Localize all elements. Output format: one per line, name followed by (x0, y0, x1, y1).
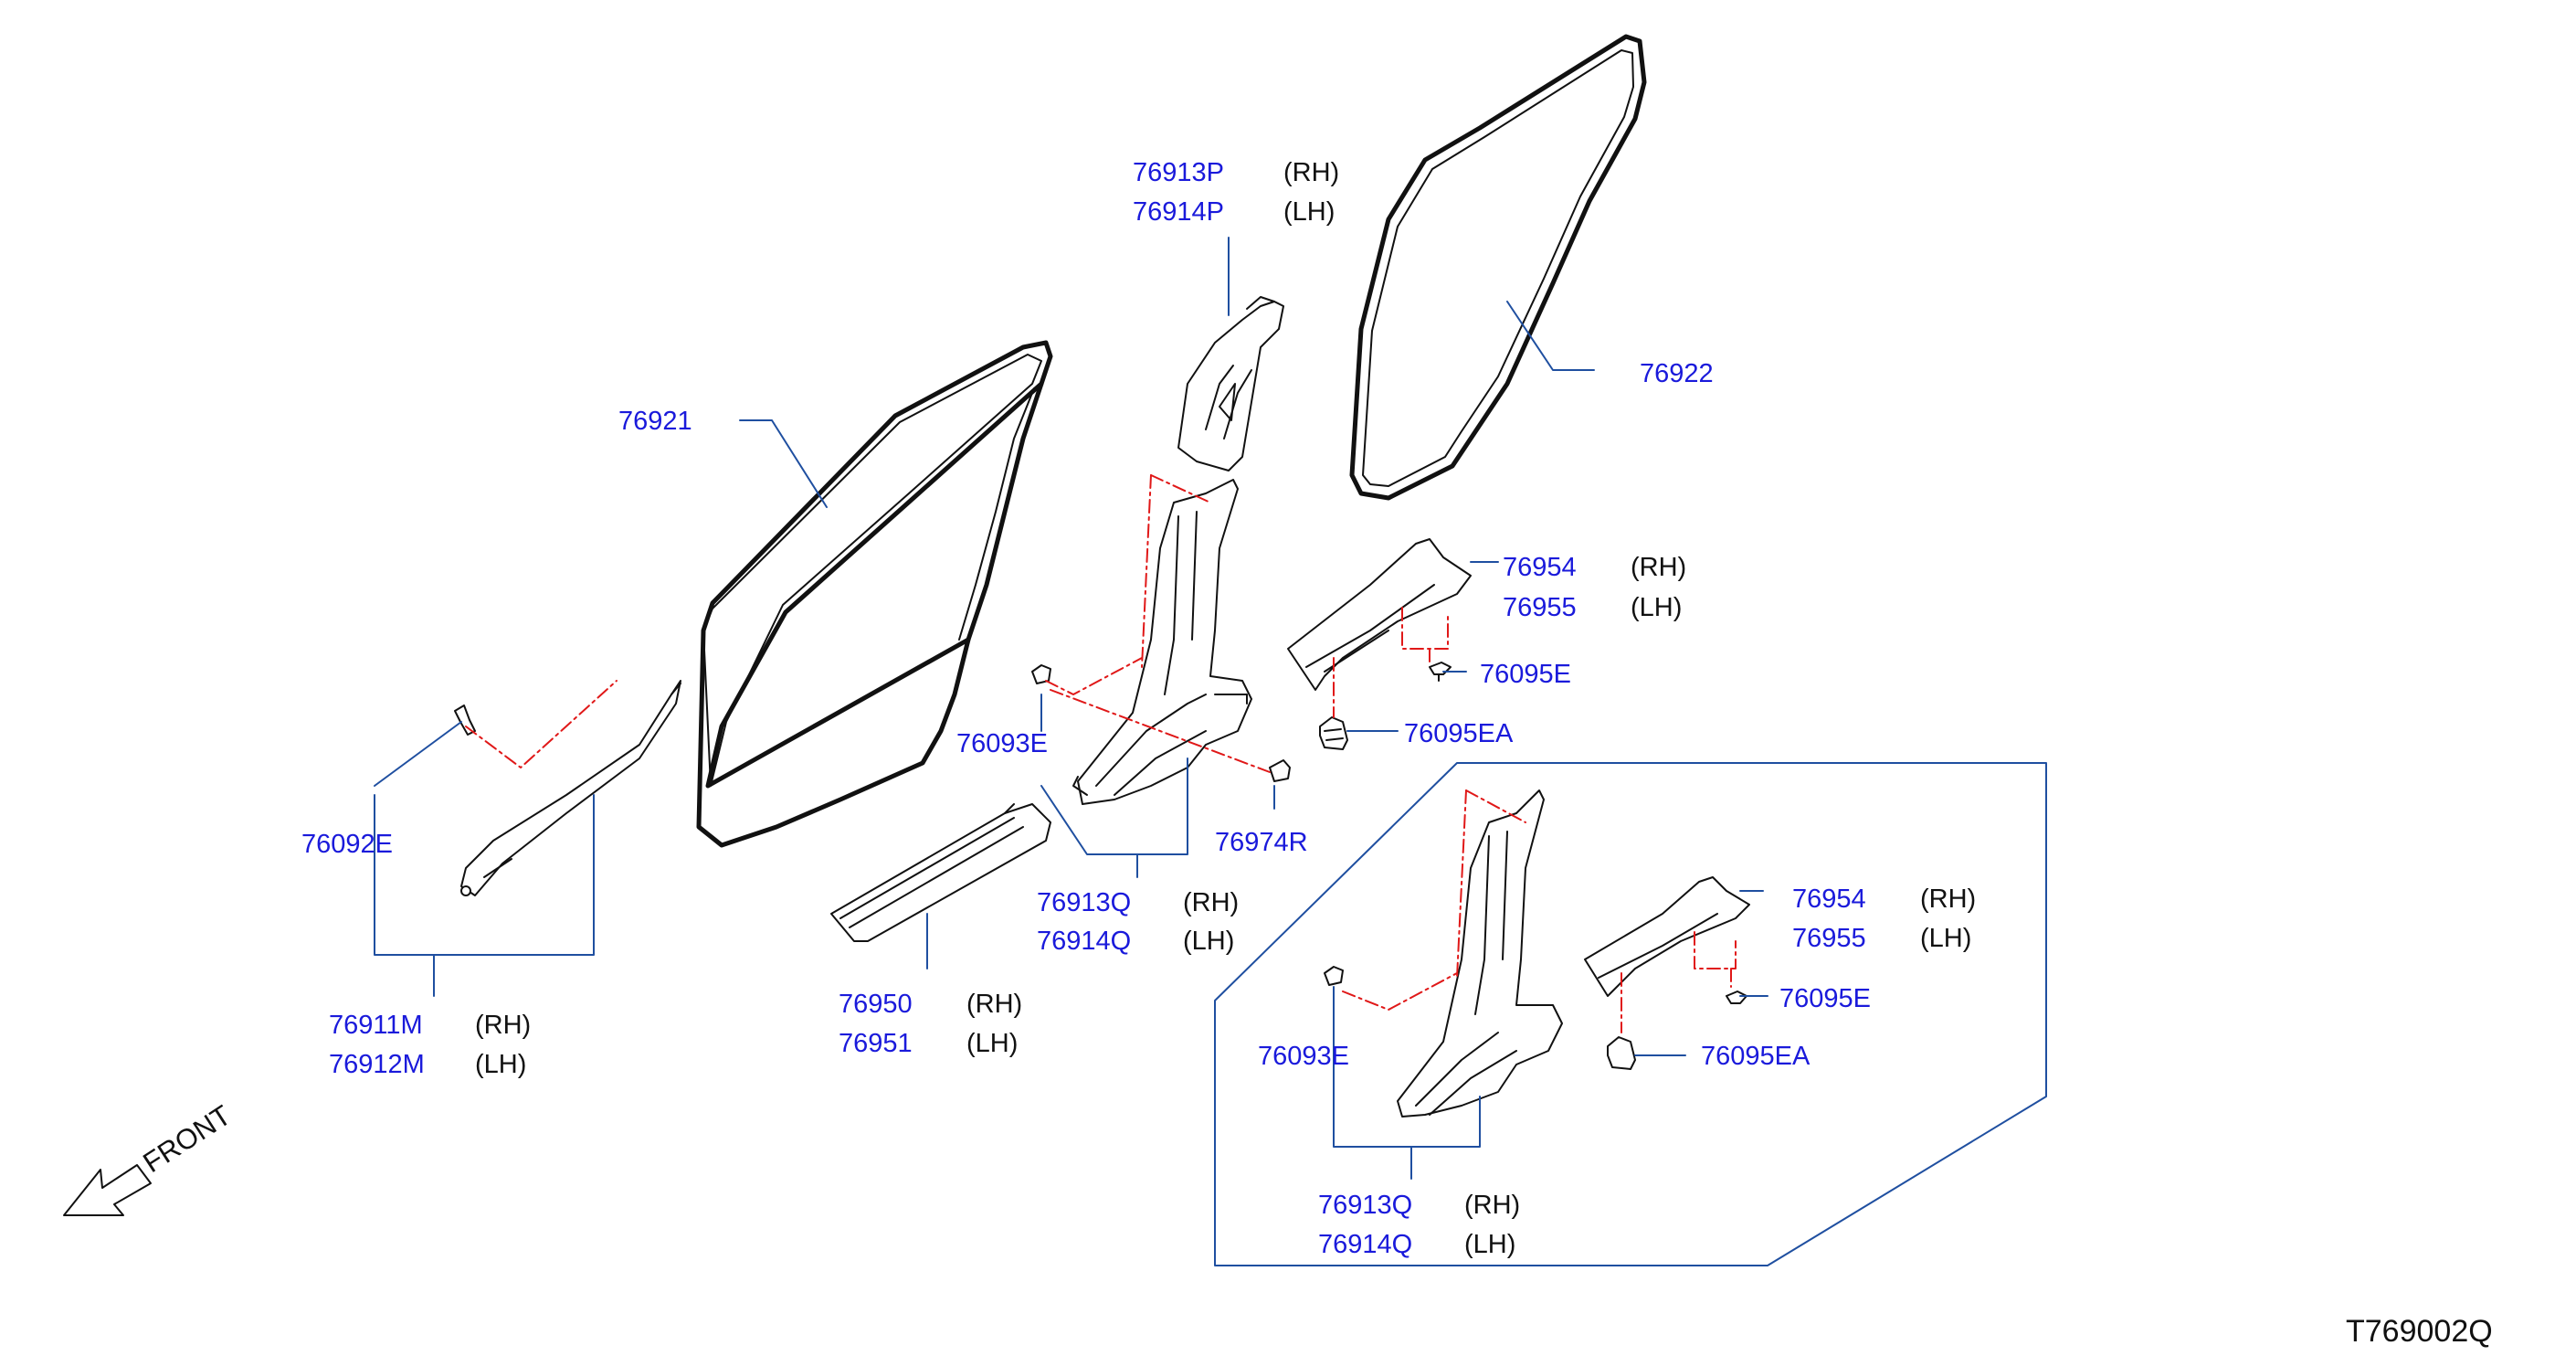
side-label: (LH) (475, 1050, 527, 1079)
leader-lines (374, 237, 2047, 1266)
side-label: (LH) (1283, 197, 1336, 227)
front-pillar-garnish (460, 680, 681, 896)
side-label: (RH) (966, 990, 1023, 1019)
front-door-weatherstrip (696, 340, 1053, 848)
side-label: (LH) (1183, 927, 1235, 956)
rear-door-weatherstrip (1349, 34, 1647, 501)
part-number: 76914Q (1037, 927, 1132, 956)
part-number: 76911M (329, 1011, 423, 1040)
part-number: 76913Q (1037, 888, 1132, 917)
rear-kicking-plate (1287, 538, 1472, 691)
part-number: 76955 (1503, 593, 1577, 622)
part-number: 76095EA (1404, 719, 1514, 748)
side-label: (LH) (1920, 924, 1972, 953)
side-label: (RH) (1283, 158, 1340, 187)
side-label: (LH) (966, 1029, 1019, 1058)
part-number: 76974R (1215, 828, 1308, 857)
part-number: 76951 (839, 1029, 913, 1058)
part-number: 76095EA (1701, 1042, 1811, 1071)
drawing-id: T769002Q (2346, 1314, 2493, 1349)
bracket-76095EA (1319, 716, 1348, 750)
part-number: 76093E (956, 729, 1048, 758)
part-number: 76921 (618, 407, 692, 436)
part-number: 76912M (329, 1050, 425, 1079)
clip-76093E (1031, 664, 1051, 684)
side-label: (LH) (1464, 1230, 1516, 1259)
upper-pillar-garnish (1177, 296, 1284, 471)
part-number: 76954 (1792, 885, 1866, 914)
part-number: 76913Q (1318, 1191, 1413, 1220)
lower-pillar-garnish (1072, 479, 1252, 805)
lower-pillar-garnish-2 (1397, 789, 1563, 1118)
part-number: 76922 (1640, 359, 1714, 388)
part-number: 76095E (1480, 660, 1571, 689)
clip-76093E-2 (1324, 966, 1344, 986)
rear-kicking-plate-2 (1584, 876, 1750, 997)
part-number: 76092E (301, 830, 393, 859)
cap-76974R (1269, 759, 1291, 782)
side-label: (RH) (1464, 1191, 1521, 1220)
part-number: 76913P (1133, 158, 1224, 187)
bracket-76095EA-2 (1607, 1036, 1636, 1070)
part-number: 76954 (1503, 553, 1577, 582)
assembly-lines (465, 474, 1737, 1033)
side-label: (RH) (1631, 553, 1687, 582)
side-label: (RH) (1183, 888, 1240, 917)
clip-76095E-2 (1726, 991, 1747, 1004)
part-number: 76950 (839, 990, 913, 1019)
side-label: (RH) (475, 1011, 532, 1040)
part-number: 76095E (1779, 984, 1871, 1013)
kicking-plate (830, 803, 1051, 942)
front-arrow-icon (63, 1164, 152, 1216)
side-label: (LH) (1631, 593, 1683, 622)
part-number: 76093E (1258, 1042, 1349, 1071)
side-label: (RH) (1920, 885, 1977, 914)
part-number: 76955 (1792, 924, 1866, 953)
part-number: 76914P (1133, 197, 1224, 227)
part-number: 76914Q (1318, 1230, 1413, 1259)
